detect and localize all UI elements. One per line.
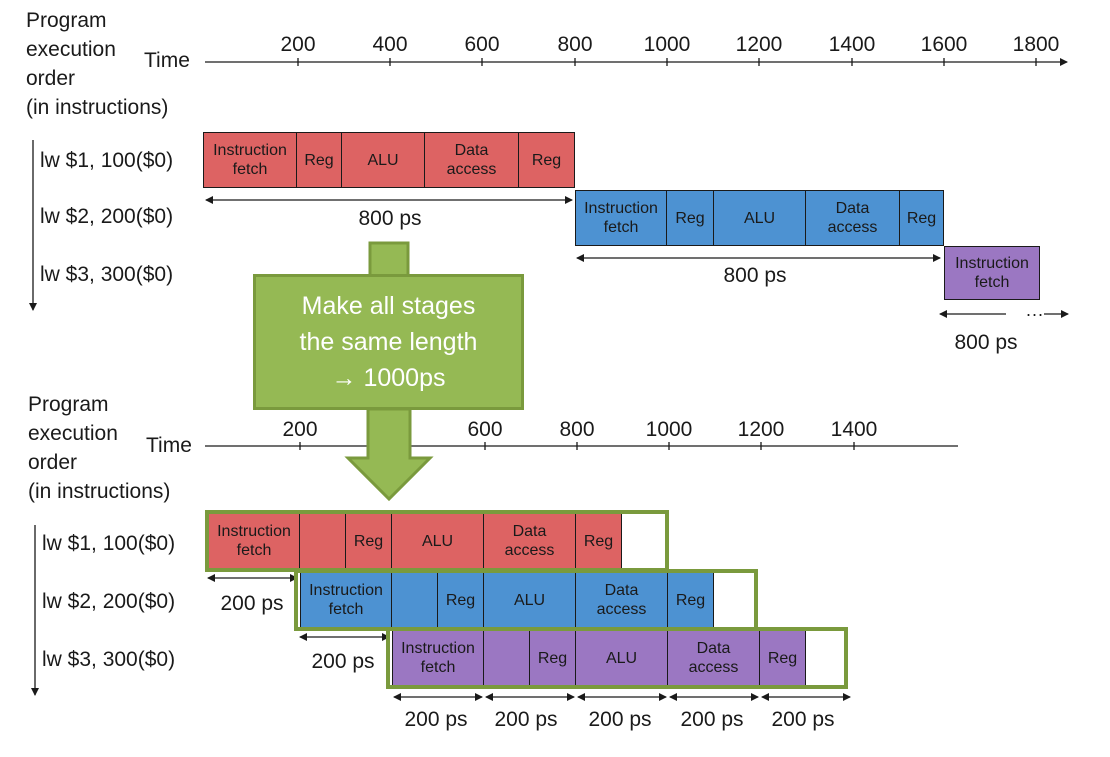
stage-reg-write: Reg [668,572,714,628]
bottom-instruction-label: lw $1, 100($0) [42,532,176,555]
stage-data-access: Data access [425,132,519,188]
stage-reg-read: Reg [667,190,714,246]
top-order-label: Program execution order (in instructions… [26,9,169,119]
stage-alu: ALU [714,190,806,246]
stage-data-access: Data access [806,190,900,246]
stage-reg-write: Reg [760,630,806,686]
stage-duration-label: 200 ps [680,708,744,731]
top-duration-label: 800 ps [723,264,787,287]
stage-alu: ALU [392,513,484,569]
bottom-tick-label: 1200 [737,418,785,441]
stage-duration-label: 200 ps [494,708,558,731]
callout-box: Make all stages the same length → 1000ps [253,274,524,410]
top-tick-label: 1200 [735,33,783,56]
top-tick-label: 800 [557,33,593,56]
callout-line: → 1000ps [331,364,446,392]
bottom-instruction-label: lw $3, 300($0) [42,648,176,671]
stage-data-access: Data access [668,630,760,686]
stage-reg-write: Reg [900,190,944,246]
top-instruction-label: lw $2, 200($0) [40,205,174,228]
top-tick-label: 400 [372,33,408,56]
stage-reg-write: Reg [576,513,622,569]
stage-instruction-fetch: Instruction fetch [575,190,667,246]
stage-data-access: Data access [484,513,576,569]
stage-reg-read: Reg [530,630,576,686]
stage-duration-label: 200 ps [588,708,652,731]
stage-instruction-fetch: Instruction fetch [300,572,392,628]
stage-instruction-fetch: Instruction fetch [203,132,297,188]
bottom-tick-label: 800 [559,418,595,441]
stage-instruction-fetch: Instruction fetch [208,513,300,569]
top-axis-ticks [297,58,1037,66]
stage-instruction-fetch: Instruction fetch [944,246,1040,300]
top-instruction-label: lw $1, 100($0) [40,149,174,172]
stage-reg-read: Reg [438,572,484,628]
stage-duration-label: 200 ps [771,708,835,731]
bottom-tick-label: 200 [282,418,318,441]
top-instruction-label: lw $3, 300($0) [40,263,174,286]
callout-line: the same length [299,328,478,356]
stage-idle [392,572,438,628]
top-tick-label: 200 [280,33,316,56]
top-duration-label: 800 ps [358,207,422,230]
stage-alu: ALU [342,132,425,188]
top-duration-label: 800 ps [954,331,1018,354]
top-time-label: Time [144,49,190,72]
stage-instruction-fetch: Instruction fetch [392,630,484,686]
bottom-time-label: Time [146,434,192,457]
stage-idle [484,630,530,686]
bottom-tick-label: 1000 [645,418,693,441]
top-tick-label: 600 [464,33,500,56]
top-tick-label: 1600 [920,33,968,56]
bottom-tick-label: 1400 [830,418,878,441]
callout-line: Make all stages [301,292,476,320]
bottom-order-label: Program execution order (in instructions… [28,393,171,503]
stage-alu: ALU [484,572,576,628]
stage-duration-label: 200 ps [404,708,468,731]
stage-reg-write: Reg [519,132,575,188]
stage-idle [300,513,346,569]
top-tick-label: 1400 [828,33,876,56]
stage-reg-read: Reg [346,513,392,569]
bottom-offset-label: 200 ps [311,650,375,673]
stage-alu: ALU [576,630,668,686]
stage-idle [622,513,666,569]
top-tick-label: 1800 [1012,33,1060,56]
transform-arrow [344,241,434,502]
stage-idle [806,630,848,686]
bottom-offset-label: 200 ps [220,592,284,615]
stage-data-access: Data access [576,572,668,628]
continuation-ellipsis: ... [1026,300,1045,320]
stage-reg-read: Reg [297,132,342,188]
bottom-instruction-label: lw $2, 200($0) [42,590,176,613]
top-tick-label: 1000 [643,33,691,56]
stage-idle [714,572,758,628]
bottom-tick-label: 600 [467,418,503,441]
